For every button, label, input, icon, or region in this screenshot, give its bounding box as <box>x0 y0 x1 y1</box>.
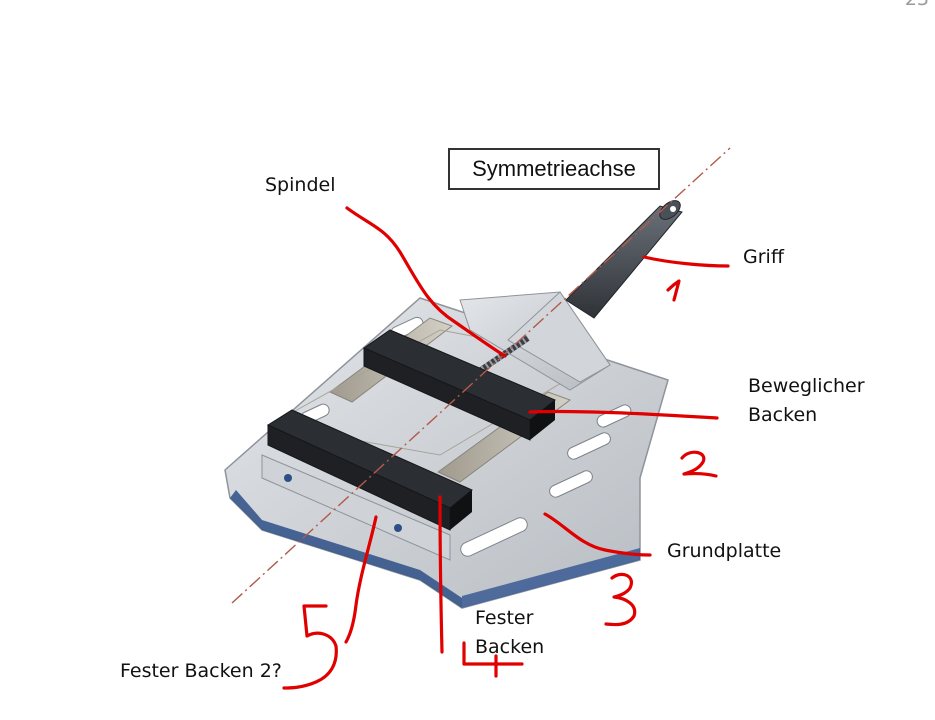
label-beweglicher-line2: Backen <box>748 402 817 428</box>
label-fester2: Fester Backen 2? <box>120 658 282 684</box>
symmetry-axis-label: Symmetrieachse <box>448 148 660 190</box>
label-fester-line2: Backen <box>475 634 544 660</box>
label-fester-line1: Fester <box>475 605 533 631</box>
label-beweglicher-line1: Beweglicher <box>748 373 865 399</box>
number-3 <box>606 574 635 624</box>
label-griff: Griff <box>743 244 784 270</box>
label-grundplatte: Grundplatte <box>667 538 781 564</box>
number-2 <box>682 452 716 476</box>
handle-rod <box>566 197 684 318</box>
griff-pointer <box>644 257 728 266</box>
label-spindel: Spindel <box>265 172 335 198</box>
number-5 <box>284 606 336 688</box>
page-number: 23 <box>905 0 929 10</box>
number-1 <box>668 281 679 300</box>
